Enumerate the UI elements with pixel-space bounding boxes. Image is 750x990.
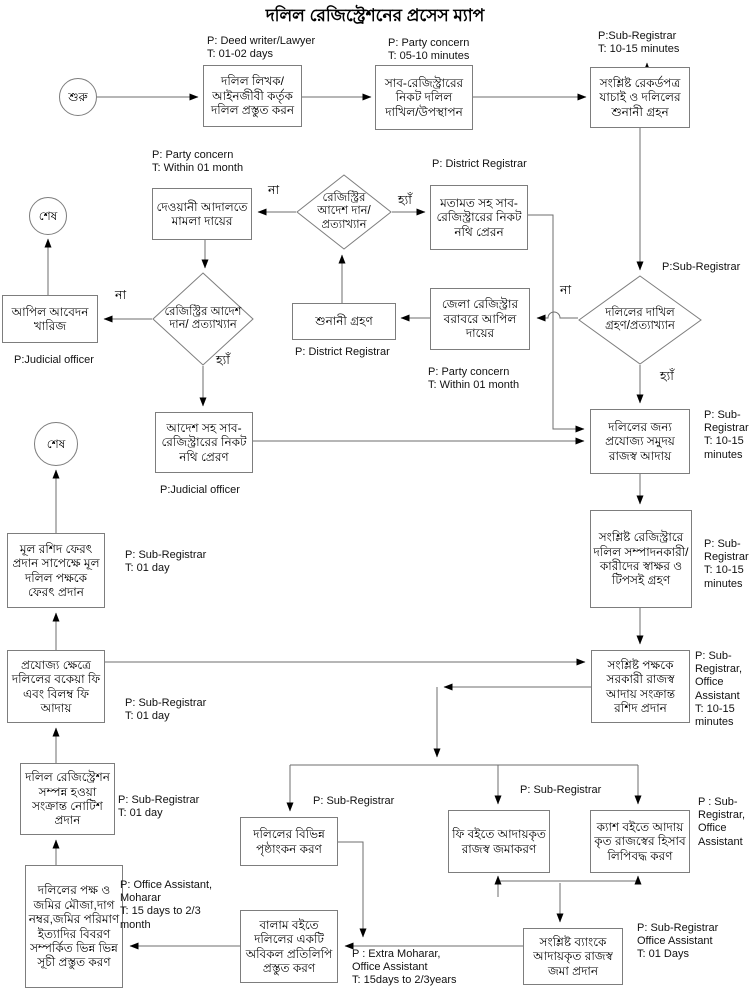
process-node-bank-deposit: সংশ্লিষ্ট ব্যাংকে আদায়কৃত রাজস্ব জমা প্… [523,928,623,985]
process-node-completion-notice: দলিল রেজিস্ট্রেশন সম্পন্ন হওয়া সংক্রান্… [20,763,115,835]
process-node-civil-court-case: দেওয়ানী আদালতে মামলা দায়ের [152,188,252,240]
node-label: ফি বইতে আদায়কৃত রাজস্ব জমাকরণ [452,827,546,856]
node-label: দলিল রেজিস্ট্রেশন সম্পন্ন হওয়া সংক্রান্… [25,770,110,828]
decision-node-deed-accept-reject: দলিলের দাখিল গ্রহণ/প্রত্যাখ্যান [578,275,702,365]
role-time-annotation: P : Extra Moharar, Office Assistant T: 1… [352,948,457,987]
branch-label: হ্যাঁ [660,369,674,383]
role-time-annotation: P: Sub-Registrar T: 01 day [118,794,200,820]
process-node-prepare-deed: দলিল লিখক/ আইনজীবী কর্তৃক দলিল প্রস্তুত … [203,65,302,127]
node-label: মতামত সহ সাব- রেজিস্ট্রারের নিকট নথি প্র… [436,195,522,239]
role-time-annotation: P: Office Assistant, Moharar T: 15 days … [120,879,213,931]
process-node-signature-thumbprint: সংশ্লিষ্ট রেজিস্ট্রারে দলিল সম্পাদনকারী/… [590,510,692,608]
node-label: মূল রশিদ ফেরৎ প্রদান সাপেক্ষে মূল দলিল প… [12,541,100,599]
role-time-annotation: P:Judicial officer [160,484,240,496]
flow-connector [338,841,367,938]
node-label: দেওয়ানী আদালতে মামলা দায়ের [156,199,248,228]
flow-connector [536,311,578,322]
role-time-annotation: P: Sub-Registrar [520,784,602,796]
process-node-provide-receipt: সংশ্লিষ্ট পক্ষকে সরকারী রাজস্ব আদায় সংক… [591,650,690,723]
decision-label: রেজিস্ট্রির আদেশ দান/ প্রত্যাখ্যান [164,305,242,331]
terminator-node-start: শুরু [59,78,97,116]
decision-label: দলিলের দাখিল গ্রহণ/প্রত্যাখ্যান [605,306,675,332]
process-node-balam-book-copy: বালাম বইতে দলিলের একটি অবিকল প্রতিলিপি প… [240,910,338,983]
role-time-annotation: P: Sub-Registrar Office Assistant T: 01 … [637,922,719,961]
role-time-annotation: P: Sub-Registrar [313,795,395,807]
node-label: সংশ্লিষ্ট রেকর্ডপত্র যাচাই ও দলিলের শুনা… [599,75,681,119]
role-time-annotation: P: Sub- Registrar T: 10-15 minutes [704,409,749,461]
process-node-send-file-with-opinion: মতামত সহ সাব- রেজিস্ট্রারের নিকট নথি প্র… [430,185,528,250]
node-label: বালাম বইতে দলিলের একটি অবিকল প্রতিলিপি প… [245,917,333,975]
role-time-annotation: P : Sub- Registrar, Office Assistant [698,796,746,848]
role-time-annotation: P: Party concern T: Within 01 month [428,366,520,392]
role-time-annotation: P: Sub-Registrar T: 01 day [125,549,207,575]
node-label: শুরু [68,89,88,104]
node-label: দলিলের পক্ষ ও জমির মৌজা,দাগ নম্বর,জমির প… [28,883,120,970]
branch-label: হ্যাঁ [398,193,412,207]
decision-label: রেজিস্ট্রির আদেশ দান/ প্রত্যাখ্যান [317,192,371,231]
process-node-appeal-dismissed: আপিল আবেদন খারিজ [2,295,98,343]
node-label: শেষ [38,208,58,223]
role-time-annotation: P: Deed writer/Lawyer T: 01-02 days [207,35,316,61]
role-time-annotation: P: Sub-Registrar T: 01 day [125,697,207,723]
node-label: সংশ্লিষ্ট ব্যাংকে আদায়কৃত রাজস্ব জমা প্… [533,934,613,978]
node-label: সংশ্লিষ্ট পক্ষকে সরকারী রাজস্ব আদায় সংক… [605,657,676,715]
process-node-endorsements: দলিলের বিভিন্ন পৃষ্ঠাংকন করণ [240,817,338,866]
process-node-prepare-indexes: দলিলের পক্ষ ও জমির মৌজা,দাগ নম্বর,জমির প… [25,865,123,988]
node-label: দলিলের জন্য প্রযোজ্য সমুদয় রাজস্ব আদায় [605,419,675,463]
role-time-annotation: P: Sub- Registrar T: 10-15 minutes [704,538,749,590]
page-title: দলিল রেজিস্ট্রেশনের প্রসেস ম্যাপ [265,6,485,25]
role-time-annotation: P:Sub-Registrar [662,261,741,273]
node-label: আপিল আবেদন খারিজ [11,304,89,333]
flow-connector [528,214,585,433]
process-node-collect-due-late-fees: প্রযোজ্য ক্ষেত্রে দলিলের বকেয়া ফি এবং ব… [7,650,105,723]
branch-label: না [115,288,127,302]
process-node-appeal-to-district-registrar: জেলা রেজিস্ট্রার বরাবরে আপিল দায়ের [430,288,530,350]
role-time-annotation: P: Party concern T: Within 01 month [152,149,244,175]
decision-node-registrar-order-decision-1: রেজিস্ট্রির আদেশ দান/ প্রত্যাখ্যান [296,174,392,250]
node-label: ক্যাশ বইতে আদায় কৃত রাজস্বের হিসাব লিপি… [594,819,686,863]
role-time-annotation: P: Sub- Registrar, Office Assistant T: 1… [695,650,743,728]
branch-label: না [268,183,280,197]
process-node-collect-revenue: দলিলের জন্য প্রযোজ্য সমুদয় রাজস্ব আদায় [590,409,690,474]
node-label: আদেশ সহ সাব- রেজিস্ট্রারের নিকট নথি প্রে… [161,420,247,464]
node-label: দলিল লিখক/ আইনজীবী কর্তৃক দলিল প্রস্তুত … [210,74,295,118]
process-node-submit-deed: সাব-রেজিস্ট্রারের নিকট দলিল দাখিল/উপস্থা… [375,65,473,130]
node-label: প্রযোজ্য ক্ষেত্রে দলিলের বকেয়া ফি এবং ব… [11,657,101,715]
terminator-node-end-1: শেষ [29,197,67,235]
decision-node-registrar-order-decision-2: রেজিস্ট্রির আদেশ দান/ প্রত্যাখ্যান [152,272,254,366]
node-label: দলিলের বিভিন্ন পৃষ্ঠাংকন করণ [253,827,325,856]
node-label: সাব-রেজিস্ট্রারের নিকট দলিল দাখিল/উপস্থা… [384,75,464,119]
role-time-annotation: P: District Registrar [432,158,527,170]
node-label: শেষ [46,436,66,451]
process-node-fee-book-deposit: ফি বইতে আদায়কৃত রাজস্ব জমাকরণ [448,810,550,873]
process-node-verify-records: সংশ্লিষ্ট রেকর্ডপত্র যাচাই ও দলিলের শুনা… [590,67,690,128]
role-time-annotation: P:Judicial officer [14,354,94,366]
role-time-annotation: P:Sub-Registrar T: 10-15 minutes [598,30,680,56]
process-node-cash-book-record: ক্যাশ বইতে আদায় কৃত রাজস্বের হিসাব লিপি… [590,810,690,873]
node-label: জেলা রেজিস্ট্রার বরাবরে আপিল দায়ের [441,297,519,341]
terminator-node-end-2: শেষ [34,422,78,466]
process-node-hearing-accepted: শুনানী গ্রহণ [292,303,396,340]
role-time-annotation: P: Party concern T: 05-10 minutes [388,37,470,63]
process-node-return-original-deed: মূল রশিদ ফেরৎ প্রদান সাপেক্ষে মূল দলিল প… [7,533,105,608]
branch-label: হ্যাঁ [216,353,230,367]
process-node-send-file-with-order: আদেশ সহ সাব- রেজিস্ট্রারের নিকট নথি প্রে… [155,412,253,473]
branch-label: না [560,283,572,297]
node-label: শুনানী গ্রহণ [315,314,373,329]
role-time-annotation: P: District Registrar [295,346,390,358]
node-label: সংশ্লিষ্ট রেজিস্ট্রারে দলিল সম্পাদনকারী/… [593,530,689,588]
